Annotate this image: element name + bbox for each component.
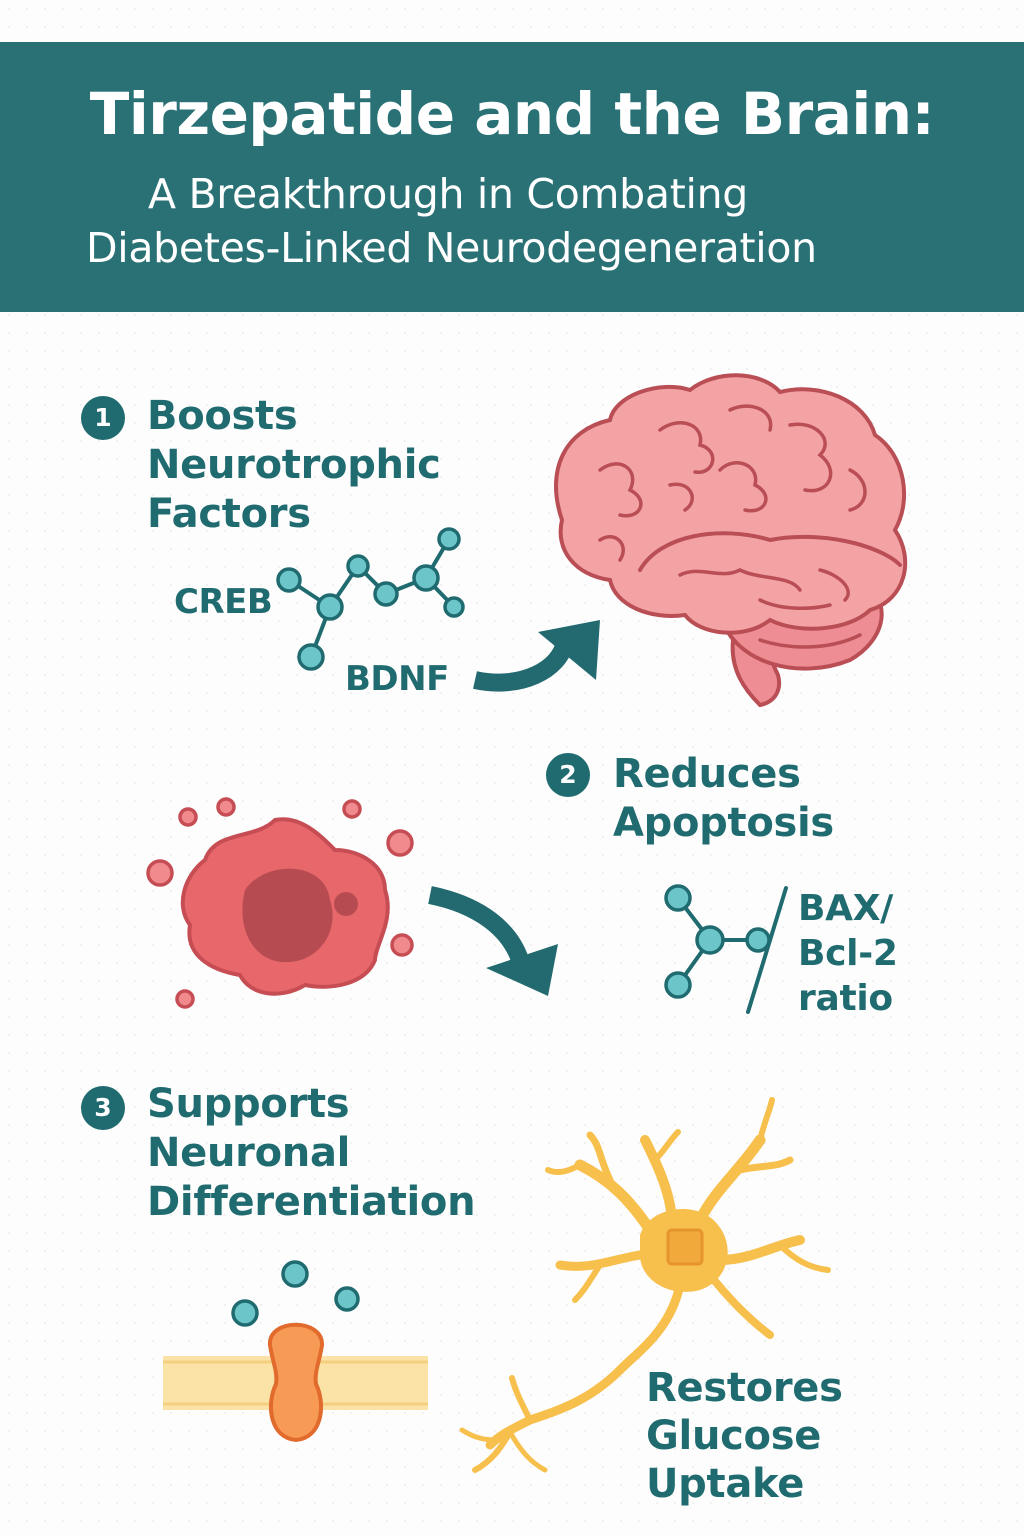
molecule-icon	[664, 884, 788, 1014]
bdnf-label: BDNF	[345, 659, 449, 699]
membrane-channel-icon	[163, 1260, 428, 1443]
glucose-uptake-line: Uptake	[646, 1461, 805, 1507]
page-subtitle-line-2: Diabetes-Linked Neurodegeneration	[86, 224, 817, 272]
section-3-badge: 3	[81, 1086, 125, 1130]
section-1-heading-line: Boosts	[147, 393, 298, 439]
page-title: Tirzepatide and the Brain:	[89, 80, 935, 148]
section-1-heading: Boosts Neurotrophic Factors	[147, 392, 441, 539]
section-3-heading-line: Differentiation	[147, 1179, 476, 1225]
creb-label: CREB	[174, 582, 273, 622]
section-1-heading-line: Neurotrophic	[147, 442, 441, 488]
section-2-badge: 2	[546, 753, 590, 797]
molecule-icon	[276, 527, 465, 671]
brain-icon	[554, 373, 908, 708]
section-3-heading-line: Neuronal	[147, 1130, 351, 1176]
apoptotic-cell-icon	[146, 797, 414, 1009]
bax-bcl2-ratio-label: BAX/ Bcl-2 ratio	[798, 886, 898, 1021]
glucose-uptake-line: Glucose	[646, 1413, 822, 1459]
bax-bcl2-ratio-line: BAX/	[798, 888, 894, 929]
glucose-uptake-label: Restores Glucose Uptake	[646, 1364, 843, 1508]
section-2-heading-line: Apoptosis	[613, 800, 834, 846]
curved-arrow-icon	[473, 620, 600, 692]
glucose-uptake-line: Restores	[646, 1365, 843, 1411]
section-3-heading: Supports Neuronal Differentiation	[147, 1080, 476, 1227]
section-2-heading: Reduces Apoptosis	[613, 750, 834, 848]
neuron-icon	[459, 1097, 831, 1473]
bax-bcl2-ratio-line: Bcl-2	[798, 933, 898, 974]
curved-arrow-icon	[428, 886, 558, 996]
bax-bcl2-ratio-line: ratio	[798, 978, 893, 1019]
header-banner	[0, 42, 1024, 312]
section-3-heading-line: Supports	[147, 1081, 350, 1127]
section-1-badge: 1	[81, 396, 125, 440]
section-2-heading-line: Reduces	[613, 751, 801, 797]
section-1-heading-line: Factors	[147, 491, 311, 537]
page-subtitle-line-1: A Breakthrough in Combating	[148, 170, 748, 218]
